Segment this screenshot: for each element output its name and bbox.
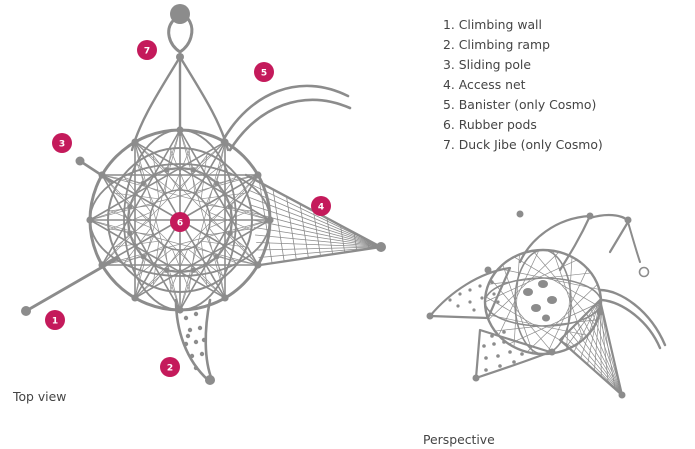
svg-text:4: 4 [318,203,324,213]
badge-3: 3 [52,133,72,153]
badge-7: 7 [137,40,157,60]
badge-6: 6 [170,212,190,232]
badge-1: 1 [45,310,65,330]
legend: 1. Climbing wall 2. Climbing ramp 3. Sli… [443,15,603,155]
legend-item-4: 4. Access net [443,77,526,92]
legend-item-7: 7. Duck Jibe (only Cosmo) [443,137,603,152]
dome-structure [86,126,274,314]
caption-top-view: Top view [13,389,67,404]
legend-item-1: 1. Climbing wall [443,17,542,32]
legend-item-6: 6. Rubber pods [443,117,537,132]
legend-item-5: 5. Banister (only Cosmo) [443,97,597,112]
badge-5: 5 [254,62,274,82]
legend-item-2: 2. Climbing ramp [443,37,550,52]
badge-4: 4 [311,196,331,216]
perspective-drawing [426,210,667,399]
caption-perspective: Perspective [423,432,495,447]
legend-item-3: 3. Sliding pole [443,57,531,72]
svg-text:7: 7 [144,47,150,57]
svg-text:6: 6 [177,219,183,229]
banister [220,84,352,152]
badge-2: 2 [160,357,180,377]
svg-text:3: 3 [59,140,65,150]
svg-text:5: 5 [261,69,267,79]
svg-text:1: 1 [52,317,58,327]
svg-text:2: 2 [167,364,173,374]
